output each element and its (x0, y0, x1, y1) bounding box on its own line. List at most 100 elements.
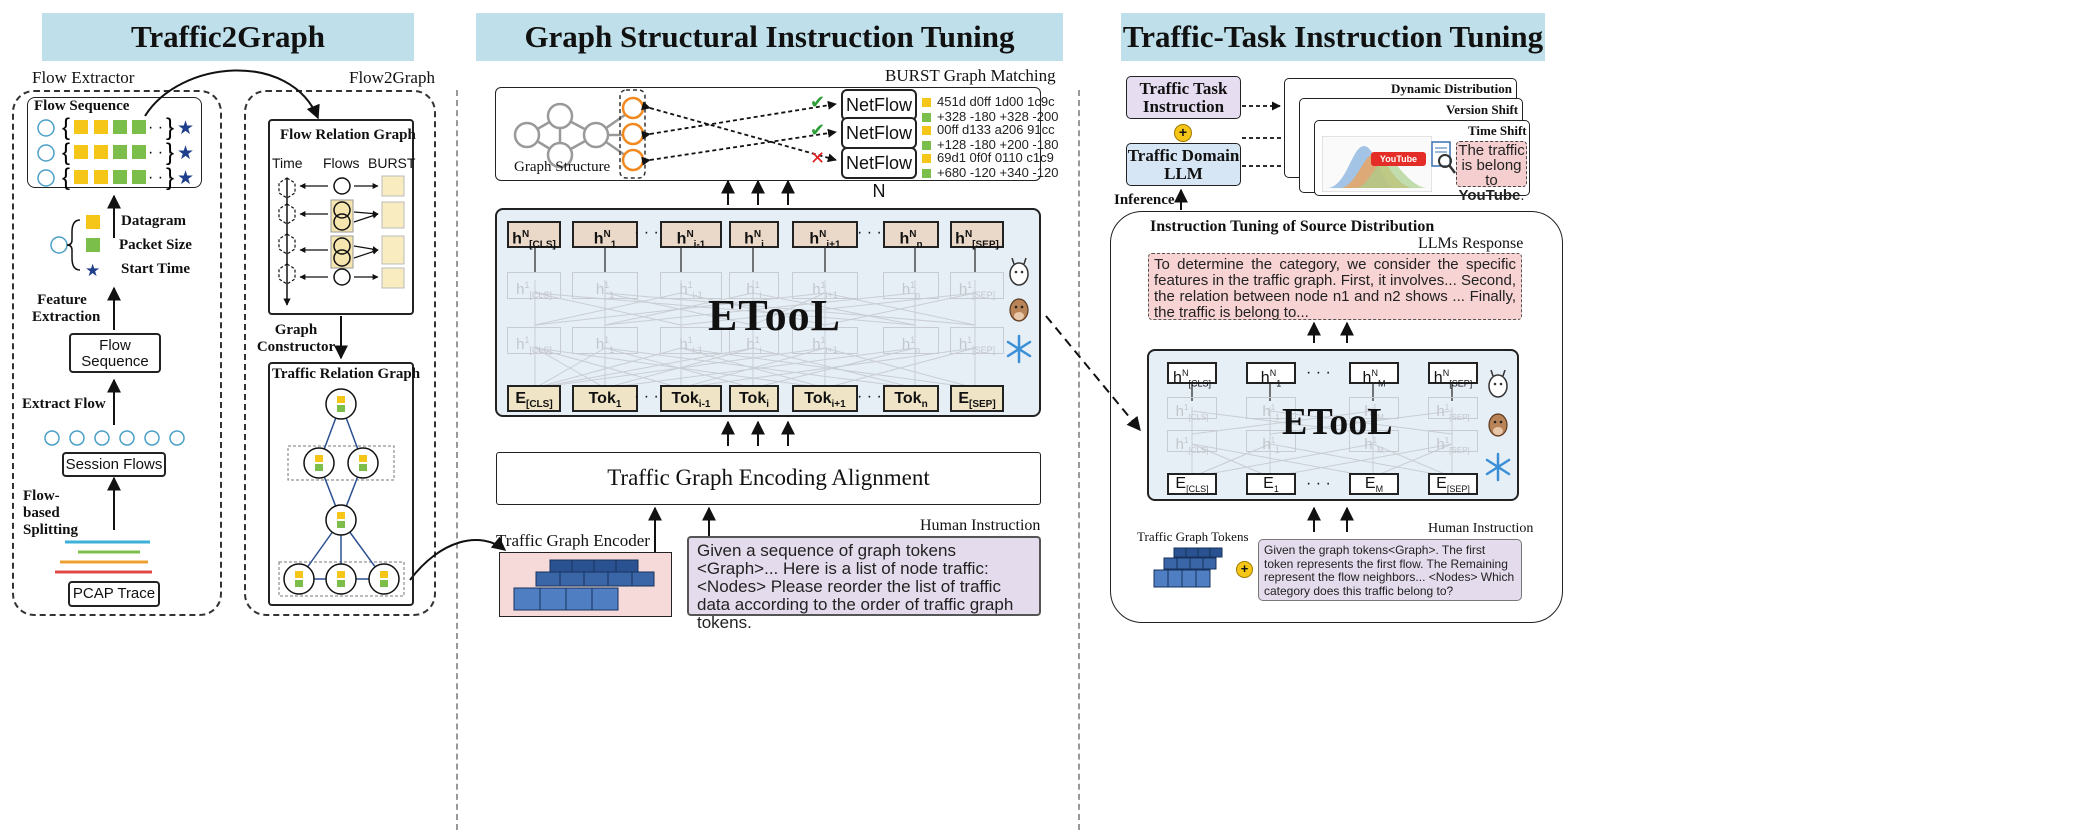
e-token-i+1: Toki+1 (792, 385, 858, 412)
svg-text:★: ★ (177, 167, 194, 189)
svg-text:· · ·: · · · (148, 144, 173, 161)
mismatch-cross-icon: ✕ (810, 148, 826, 168)
distribution-chart-thumbnail (1322, 136, 1432, 192)
plus-icon-tokens: + (1236, 561, 1253, 578)
llm-response-label: LLMs Response (1418, 235, 1524, 252)
llama-icon-right (1488, 370, 1508, 398)
ghost-right-row3-sep: h1[SEP] (1428, 430, 1478, 455)
card-title-dynamic-distribution: Dynamic Distribution (1391, 81, 1512, 96)
separator-left (456, 90, 458, 830)
graph-constructor-label: Graph Constructor (256, 322, 336, 355)
ghost-right-row3-1: h11 (1246, 430, 1296, 455)
e-dots-1: · · · (634, 388, 659, 405)
prediction-result-box: The traffic is belong to YouTube. (1456, 141, 1527, 203)
model-icons-right (1485, 370, 1511, 482)
traffic-graph-encoder-label: Traffic Graph Encoder (496, 531, 650, 550)
plus-icon-task: + (1174, 124, 1192, 142)
h-token-right-1: hN1 (1246, 362, 1296, 389)
flow-relation-graph-panel (268, 119, 414, 315)
flow2graph-panel (244, 90, 436, 616)
e-dots-2: · · · (857, 388, 882, 405)
ghost-right-row2-sep: h1[SEP] (1428, 397, 1478, 422)
ghost-token-row3-n: h1n (883, 327, 939, 355)
e-token-sep: E[SEP] (950, 385, 1004, 412)
e-dots-right: · · · (1306, 475, 1331, 492)
svg-text:}: } (166, 139, 174, 166)
card-title-version-shift: Version Shift (1446, 102, 1519, 117)
traffic-relation-graph-panel (268, 362, 414, 606)
session-flows-box: Session Flows (62, 452, 166, 477)
ghost-token-row2-i: h1i (729, 272, 779, 300)
burst-graph-matching-panel (495, 87, 1041, 181)
svg-text:· · ·: · · · (148, 169, 173, 186)
e-token-right-cls: E[CLS] (1167, 473, 1217, 495)
ghost-token-row3-cls: h1[CLS] (507, 327, 561, 355)
frg-col-time: Time (272, 155, 303, 171)
section-title-graph-structural-tuning: Graph Structural Instruction Tuning (476, 13, 1063, 61)
instruction-tuning-panel (1110, 211, 1563, 623)
flow-based-splitting-label: Flow-based Splitting (23, 488, 79, 538)
extract-flow-label: Extract Flow (22, 396, 106, 412)
traffic-graph-tokens-label: Traffic Graph Tokens (1137, 529, 1249, 544)
ghost-token-row3-1: h11 (572, 327, 638, 355)
snowflake-icon (1006, 334, 1032, 364)
pcap-trace-box: PCAP Trace (68, 581, 160, 607)
frg-col-burst: BURST (368, 155, 416, 171)
flow-sequence-title: Flow Sequence (34, 98, 130, 114)
flow-relation-graph-drawing (278, 175, 405, 306)
e-token-n: Tokn (883, 385, 939, 412)
ghost-token-row3-i: h1i (729, 327, 779, 355)
ghost-right-row2-m: h1M (1349, 397, 1399, 422)
instruction-tuning-title: Instruction Tuning of Source Distributio… (1150, 218, 1435, 235)
encoder-cubes-icon (513, 559, 655, 611)
human-instruction-middle: Given a sequence of graph tokens <Graph>… (687, 536, 1041, 632)
e-token-cls: E[CLS] (507, 385, 561, 412)
youtube-logo-icon: YouTube (1371, 152, 1426, 166)
svg-text:★: ★ (177, 142, 194, 164)
card-title-time-shift: Time Shift (1468, 123, 1527, 138)
svg-text:★: ★ (85, 261, 100, 281)
ghost-token-row2-i-1: h1i-1 (660, 272, 722, 300)
svg-text:{: { (62, 164, 70, 191)
llama-icon (1009, 258, 1029, 286)
netflow-2-sizes: +128 -180 +200 -180 (922, 136, 1058, 153)
ghost-token-row2-i+1: h1i+1 (792, 272, 858, 300)
ghost-right-row2-cls: h1[CLS] (1167, 397, 1217, 422)
traffic-domain-llm-box: Traffic Domain LLM (1126, 143, 1241, 186)
netflow-n-box: NetFlow N (841, 147, 917, 201)
flow-extractor-panel (12, 90, 222, 616)
separator-right (1078, 90, 1080, 830)
legend-datagram: Datagram (121, 213, 186, 229)
section-title-traffic2graph: Traffic2Graph (42, 13, 414, 61)
section-title-traffic-task-tuning: Traffic-Task Instruction Tuning (1121, 13, 1545, 61)
graph-tokens-cubes-icon (1153, 547, 1223, 588)
model-icons-middle (1006, 258, 1032, 364)
feature-extraction-label: Feature Extraction (32, 292, 101, 325)
etool-model-name-right: ETooL (1282, 401, 1393, 443)
h-token-i: hNi (729, 221, 779, 251)
ghost-token-row3-i-1: h1i-1 (660, 327, 722, 355)
ghost-token-row2-cls: h1[CLS] (507, 272, 561, 300)
human-instruction-label-right: Human Instruction (1428, 521, 1534, 536)
match-check-icon-1: ✔ (810, 92, 826, 112)
ghost-token-row2-n: h1n (883, 272, 939, 300)
h-dots-right: · · · (1306, 364, 1331, 381)
alpaca-icon-right (1488, 413, 1508, 437)
e-token-right-m: EM (1349, 473, 1399, 495)
e-token-i-1: Toki-1 (660, 385, 722, 412)
inference-label: Inference (1114, 192, 1175, 208)
netflow-2-box: NetFlow 2 (841, 117, 917, 171)
h-token-cls: hN[CLS] (507, 221, 561, 251)
e-token-right-sep: E[SEP] (1428, 473, 1478, 495)
ghost-token-row2-sep: h1[SEP] (950, 272, 1004, 300)
netflow-1-sizes: +328 -180 +328 -200 (922, 108, 1058, 125)
flow-sequence-rows: { { { · · · · · · · · · } } } ★ ★ ★ (37, 114, 194, 191)
ghost-token-row3-sep: h1[SEP] (950, 327, 1004, 355)
flow-extractor-label: Flow Extractor (32, 68, 135, 87)
svg-text:{: { (62, 139, 70, 166)
ghost-right-row3-m: h1M (1349, 430, 1399, 455)
human-instruction-right: Given the graph tokens<Graph>. The first… (1258, 539, 1522, 601)
legend-packet-size: Packet Size (119, 237, 192, 253)
alpaca-icon (1009, 298, 1029, 322)
